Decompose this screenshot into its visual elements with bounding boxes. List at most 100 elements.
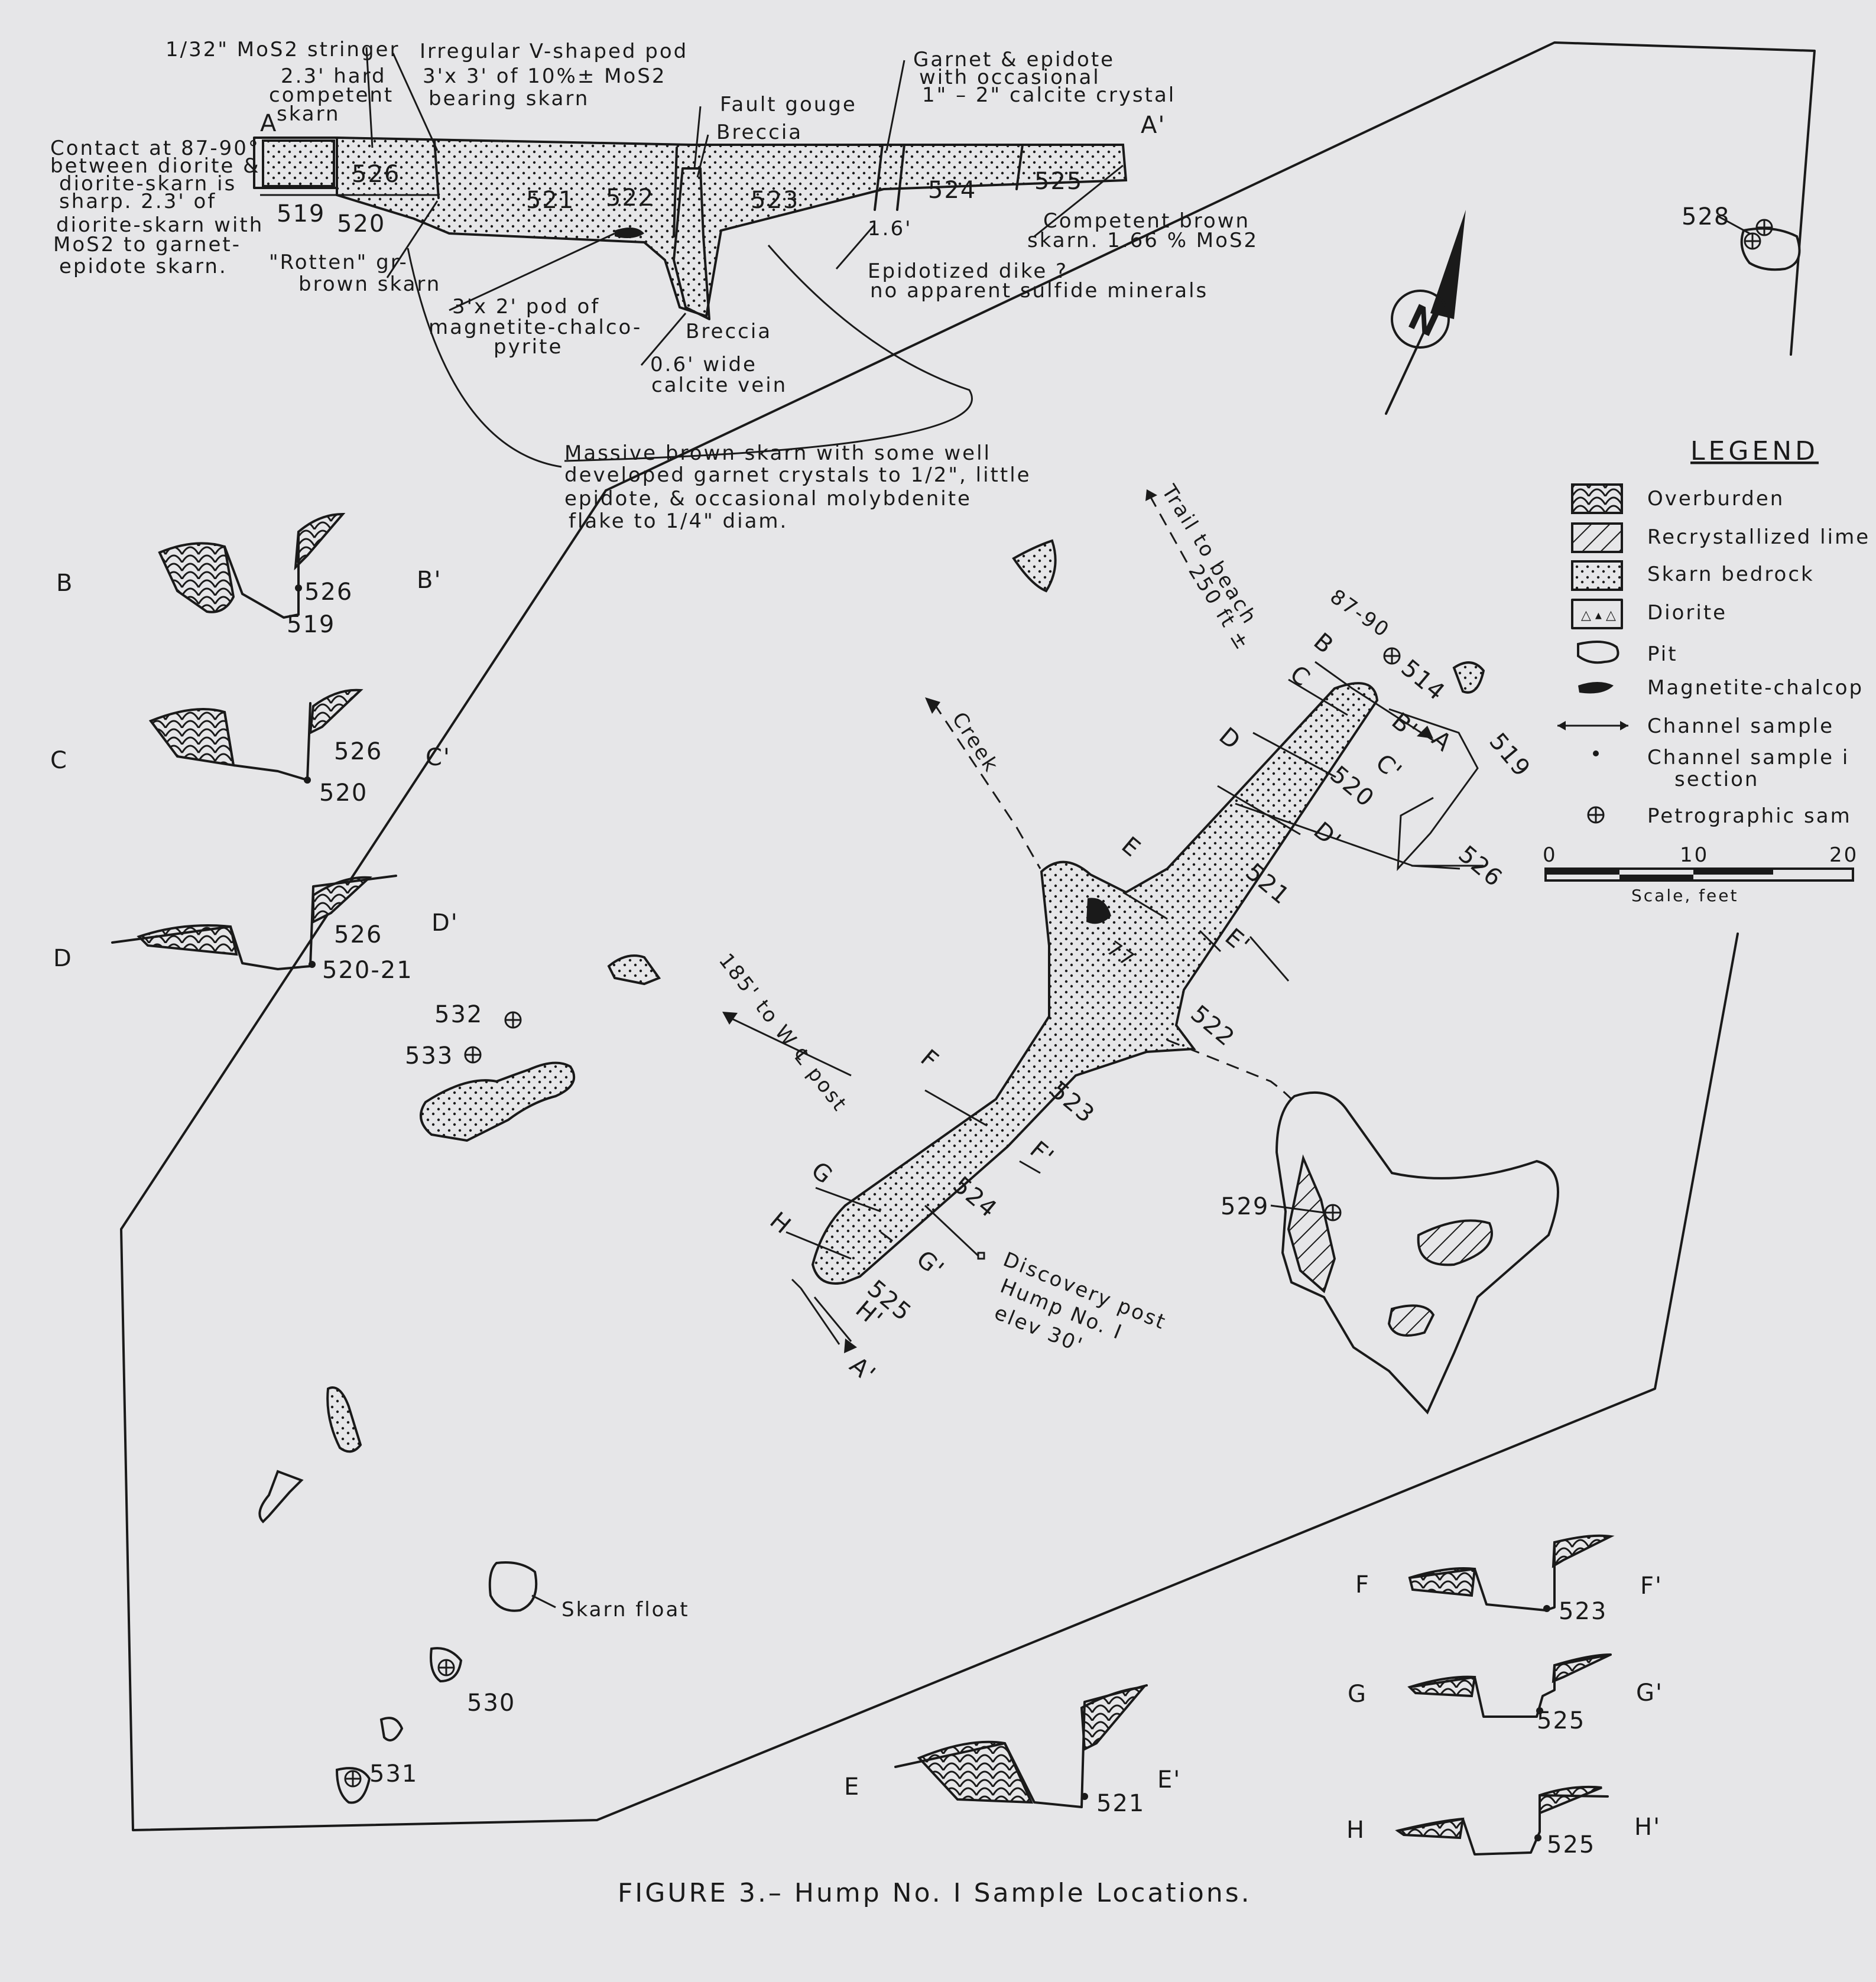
cross-section-d: D D' 526 520-21 (53, 875, 459, 984)
pit-531a (379, 1717, 404, 1741)
svg-text:G': G' (1636, 1679, 1663, 1707)
legend-pit-symbol (1577, 641, 1619, 664)
legend-lime-label: Recrystallized lime (1647, 525, 1870, 549)
note-contact-6: MoS2 to garnet- (53, 233, 241, 256)
trench-skarn (811, 682, 1379, 1285)
legend-skarn-swatch (1571, 560, 1623, 591)
section-aa-mag-pod (615, 228, 644, 239)
svg-text:F': F' (1640, 1572, 1663, 1600)
cross-section-f: F F' 523 (1355, 1534, 1663, 1625)
skarn-float-label: Skarn float (561, 1598, 690, 1622)
svg-text:B: B (1309, 628, 1339, 659)
svg-text:529: 529 (1221, 1193, 1269, 1220)
note-rotten-2: brown skarn (298, 272, 441, 296)
section-aa-label-a: A (260, 110, 277, 137)
lime-zone-3 (1387, 1304, 1435, 1337)
cross-section-h: H H' 525 (1346, 1785, 1661, 1858)
svg-text:G': G' (911, 1245, 950, 1284)
legend-channel-section-label: Channel sample i (1647, 746, 1849, 769)
sample-523-aa: 523 (751, 187, 799, 214)
svg-text:521: 521 (1096, 1790, 1145, 1817)
sample-525-aa: 525 (1034, 168, 1083, 195)
note-competent-2: skarn. 1.66 % MoS2 (1027, 229, 1258, 252)
svg-text:E: E (1116, 831, 1146, 863)
section-traces (786, 661, 1436, 1345)
svg-text:F': F' (1025, 1136, 1060, 1171)
skarn-float (488, 1561, 538, 1612)
svg-text:520-21: 520-21 (322, 957, 413, 984)
legend-magnetite-label: Magnetite-chalcop (1647, 676, 1864, 700)
skarn-outcrop-2 (607, 954, 661, 986)
legend-channel-label: Channel sample (1647, 714, 1834, 738)
legend-overburden-label: Overburden (1647, 487, 1784, 511)
svg-text:532: 532 (434, 1001, 483, 1028)
svg-text:D: D (1214, 722, 1247, 755)
section-aa-divider (896, 144, 905, 211)
svg-text:526: 526 (334, 921, 382, 948)
note-calcite-1: 0.6' wide (650, 353, 757, 376)
north-arrow: N (1385, 210, 1466, 415)
legend-channel-section-label-2: section (1674, 768, 1759, 791)
dip-strike-label: 87-90 (1326, 585, 1394, 643)
pit-529-area (1275, 1091, 1559, 1415)
svg-text:526: 526 (334, 738, 382, 765)
sample-521-aa: 521 (526, 187, 575, 214)
svg-text:F: F (916, 1044, 945, 1074)
north-arrow-needle (1430, 210, 1466, 319)
svg-text:D': D' (431, 909, 459, 937)
cross-section-g: G G' 525 (1348, 1653, 1663, 1734)
section-aa-divider (673, 147, 678, 238)
svg-text:C: C (50, 747, 68, 774)
section-aa-divider (433, 139, 440, 199)
legend-lime-swatch (1571, 522, 1623, 553)
section-a-a: A A' 526 519 520 521 522 523 524 525 1.6… (50, 38, 1258, 533)
sample-524-aa: 524 (928, 177, 976, 204)
legend-magnetite-symbol (1578, 682, 1614, 694)
pit-528 (1740, 227, 1801, 271)
trail-arrow (1148, 495, 1189, 565)
svg-text:520: 520 (319, 779, 368, 807)
note-hard-skarn-3: skarn (277, 102, 340, 126)
svg-text:519: 519 (287, 611, 335, 638)
note-contact-4: sharp. 2.3' of (59, 190, 216, 213)
svg-text:528: 528 (1682, 203, 1730, 230)
scale-tick-10: 10 (1680, 843, 1709, 867)
legend: LEGEND △ ▴ △ Overburden Recrystallized l… (1543, 436, 1870, 905)
svg-text:519: 519 (1484, 728, 1536, 783)
note-garnet-1: Garnet & epidote (913, 48, 1115, 72)
svg-text:E': E' (1157, 1766, 1181, 1793)
note-massive-1: Massive brown skarn with some well (564, 441, 991, 465)
svg-text:530: 530 (467, 1689, 515, 1717)
note-dike-2: no apparent sulfide minerals (870, 279, 1208, 303)
note-contact-7: epidote skarn. (59, 255, 228, 278)
plan-outliers (258, 215, 1801, 1804)
sample-519-aa: 519 (277, 200, 325, 228)
north-arrow-circle (1391, 290, 1450, 349)
svg-text:D: D (53, 945, 73, 972)
sample-520-aa: 520 (337, 210, 385, 238)
sample-526-box (1388, 708, 1479, 872)
note-competent-1: Competent brown (1043, 209, 1250, 233)
svg-text:B': B' (417, 567, 442, 594)
legend-diorite-swatch (1571, 599, 1623, 629)
svg-text:H: H (1346, 1817, 1365, 1844)
section-aa-divider (1015, 144, 1024, 190)
note-mag-2: magnetite-chalco- (429, 316, 642, 339)
note-stringer: 1/32" MoS2 stringer (165, 38, 400, 61)
svg-text:D': D' (1309, 817, 1347, 855)
note-contact-1: Contact at 87-90° (50, 137, 260, 160)
skarn-outcrop-3 (420, 1061, 576, 1142)
note-massive-3: epidote, & occasional molybdenite (564, 487, 972, 511)
legend-skarn-label: Skarn bedrock (1647, 563, 1815, 586)
svg-text:G: G (1348, 1681, 1367, 1708)
skarn-outcrop-1 (1012, 539, 1057, 593)
legend-pit-label: Pit (1647, 642, 1678, 666)
svg-text:522: 522 (1186, 1000, 1241, 1052)
note-pod-2: 3'x 3' of 10%± MoS2 (423, 64, 667, 88)
note-garnet-2: with occasional (919, 66, 1101, 89)
svg-text:H': H' (1634, 1814, 1661, 1841)
svg-text:B: B (56, 570, 73, 597)
note-mag-1: 3'x 2' pod of (452, 295, 600, 319)
svg-text:A': A' (845, 1351, 881, 1388)
section-aa-divider (874, 144, 884, 211)
